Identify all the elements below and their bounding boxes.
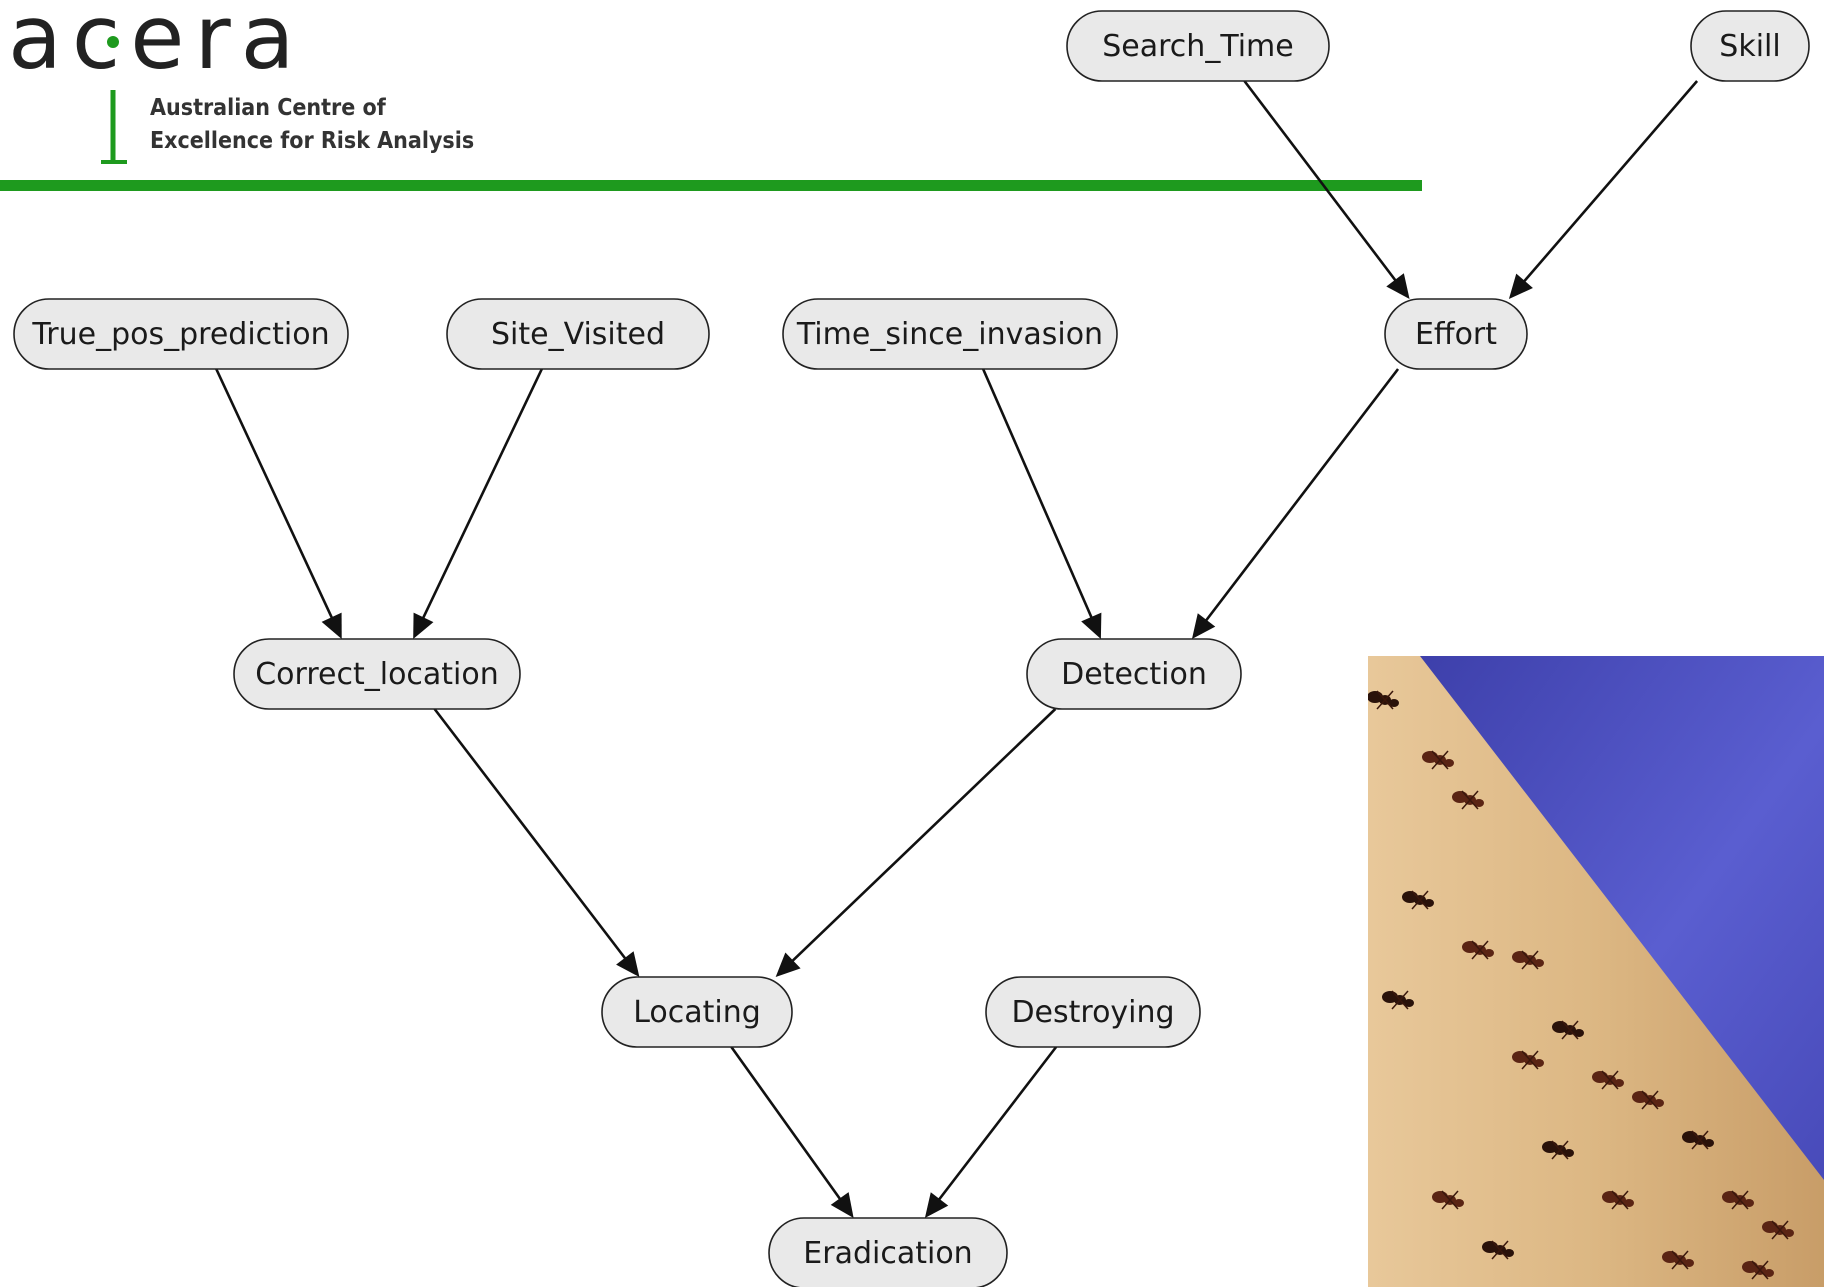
node-box [1690,10,1810,82]
ant-figure [1452,790,1484,810]
ant-figure [1742,1260,1774,1280]
ant-figure [1662,1250,1694,1270]
node-label: Skill [1719,29,1780,64]
edge-skill-to-effort [1517,80,1699,290]
edge-correct_location-to-locating [433,708,632,967]
arrowhead-effort [1508,273,1533,299]
node-locating: Locating [601,976,793,1048]
edge-time_since_invasion-to-detection [981,368,1097,627]
node-label: Site_Visited [491,317,665,352]
edge-locating-to-eradication [730,1046,847,1208]
ant-figure [1602,1190,1634,1210]
node-box [768,1217,1008,1287]
ant-figure [1422,750,1454,770]
edge-destroying-to-eradication [932,1046,1058,1208]
node-skill: Skill [1690,10,1810,82]
node-box [13,298,349,370]
arrowhead-locating [775,952,801,977]
node-box [782,298,1118,370]
edge-true_pos_prediction-to-correct_location [215,368,338,627]
node-label: Detection [1061,657,1207,692]
edge-effort-to-detection [1199,368,1400,629]
ant-figure [1368,690,1399,710]
ant-figure [1512,1050,1544,1070]
node-label: Eradication [803,1236,972,1271]
ant-figure [1462,940,1494,960]
node-box [1026,638,1242,710]
node-box [1384,298,1528,370]
acera-logo: acera Australian Centre of Excellence fo… [8,0,474,164]
arrowhead-locating [616,951,640,977]
arrowhead-eradication [830,1192,854,1218]
node-detection: Detection [1026,638,1242,710]
ant-figure [1512,950,1544,970]
node-label: Locating [633,995,761,1030]
node-label: Correct_location [255,657,499,692]
logo-wordmark: acera [8,0,305,89]
node-effort: Effort [1384,298,1528,370]
header-green-rule [0,180,1422,191]
arrowhead-eradication [924,1192,949,1218]
node-eradication: Eradication [768,1217,1008,1287]
node-label: Destroying [1011,995,1174,1030]
arrowhead-detection [1081,612,1102,639]
node-label: Search_Time [1102,29,1293,64]
ant-figure [1762,1220,1794,1240]
node-label: Time_since_invasion [796,317,1103,352]
node-label: True_pos_prediction [31,317,329,352]
arrowhead-correct_location [413,612,434,639]
ant-figure [1592,1070,1624,1090]
edge-site_visited-to-correct_location [418,368,543,627]
logo-subtitle-line2: Excellence for Risk Analysis [150,128,474,154]
ant-figure [1632,1090,1664,1110]
node-site-visited: Site_Visited [446,298,710,370]
node-destroying: Destroying [985,976,1201,1048]
node-box [446,298,710,370]
node-box [601,976,793,1048]
node-time-since-invasion: Time_since_invasion [782,298,1118,370]
node-box [985,976,1201,1048]
ant-figure [1542,1140,1574,1160]
node-correct-location: Correct_location [233,638,521,710]
logo-subtitle-line1: Australian Centre of [150,95,387,121]
ant-figure [1482,1240,1514,1260]
node-true-pos-prediction: True_pos_prediction [13,298,349,370]
fire-ants-photo [1368,656,1824,1287]
logo-green-dot [107,36,119,48]
ant-figure [1382,990,1414,1010]
node-search-time: Search_Time [1066,10,1330,82]
arrowhead-detection [1191,613,1216,639]
arrowhead-correct_location [321,612,342,639]
ant-figure [1552,1020,1584,1040]
ant-figure [1722,1190,1754,1210]
ant-figure [1682,1130,1714,1150]
diagram-edges [215,80,1699,1218]
node-box [1066,10,1330,82]
ant-figure [1402,890,1434,910]
node-box [233,638,521,710]
node-label: Effort [1415,317,1497,352]
arrowhead-effort [1386,273,1410,299]
edge-search_time-to-effort [1243,80,1403,289]
ant-figure [1432,1190,1464,1210]
edge-detection-to-locating [784,708,1057,969]
